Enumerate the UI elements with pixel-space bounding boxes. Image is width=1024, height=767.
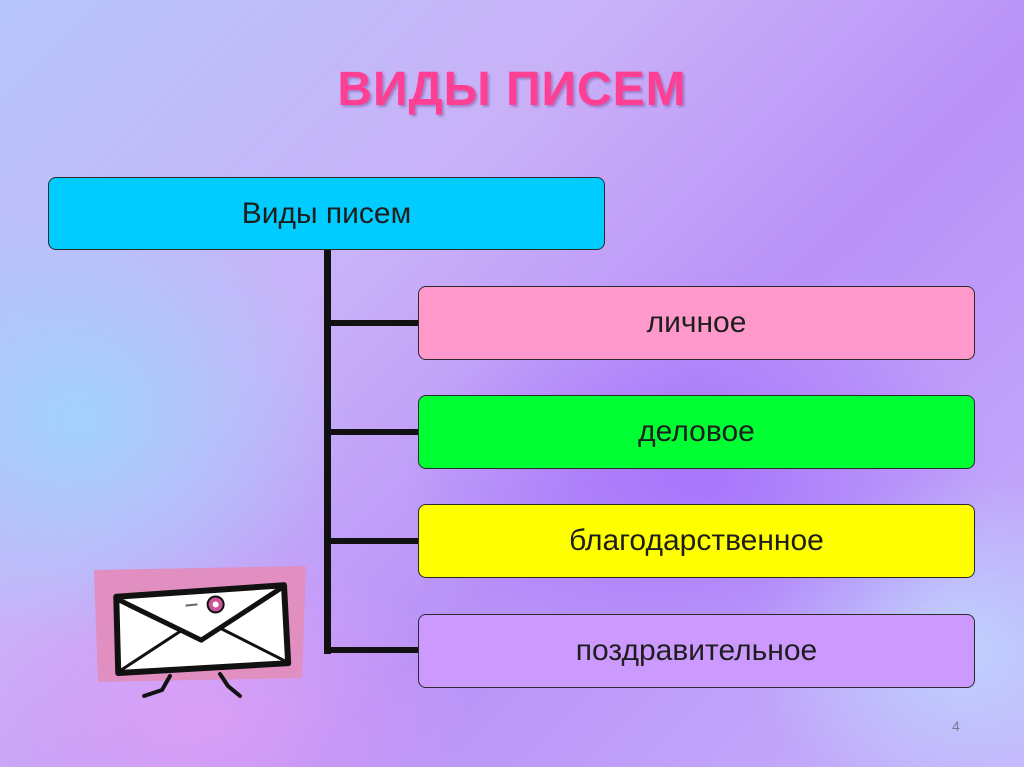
tree-trunk-line: [324, 250, 331, 654]
branch-line-1: [324, 320, 418, 326]
page-number: 4: [952, 718, 960, 734]
child-node-label: поздравительное: [575, 634, 818, 667]
child-node-label: личное: [646, 306, 747, 339]
root-node: Виды писем: [48, 177, 605, 250]
walking-envelope-icon: [94, 566, 306, 698]
child-node-greeting: поздравительное: [418, 614, 975, 688]
child-node-label: деловое: [638, 415, 755, 448]
slide-title: ВИДЫ ПИСЕМ: [337, 63, 687, 116]
child-node-gratitude: благодарственное: [418, 504, 975, 578]
root-node-label: Виды писем: [241, 196, 412, 230]
child-node-personal: личное: [418, 286, 975, 360]
child-node-business: деловое: [418, 395, 975, 469]
branch-line-2: [324, 429, 418, 435]
branch-line-4: [324, 647, 418, 653]
branch-line-3: [324, 538, 418, 544]
child-node-label: благодарственное: [569, 524, 824, 557]
